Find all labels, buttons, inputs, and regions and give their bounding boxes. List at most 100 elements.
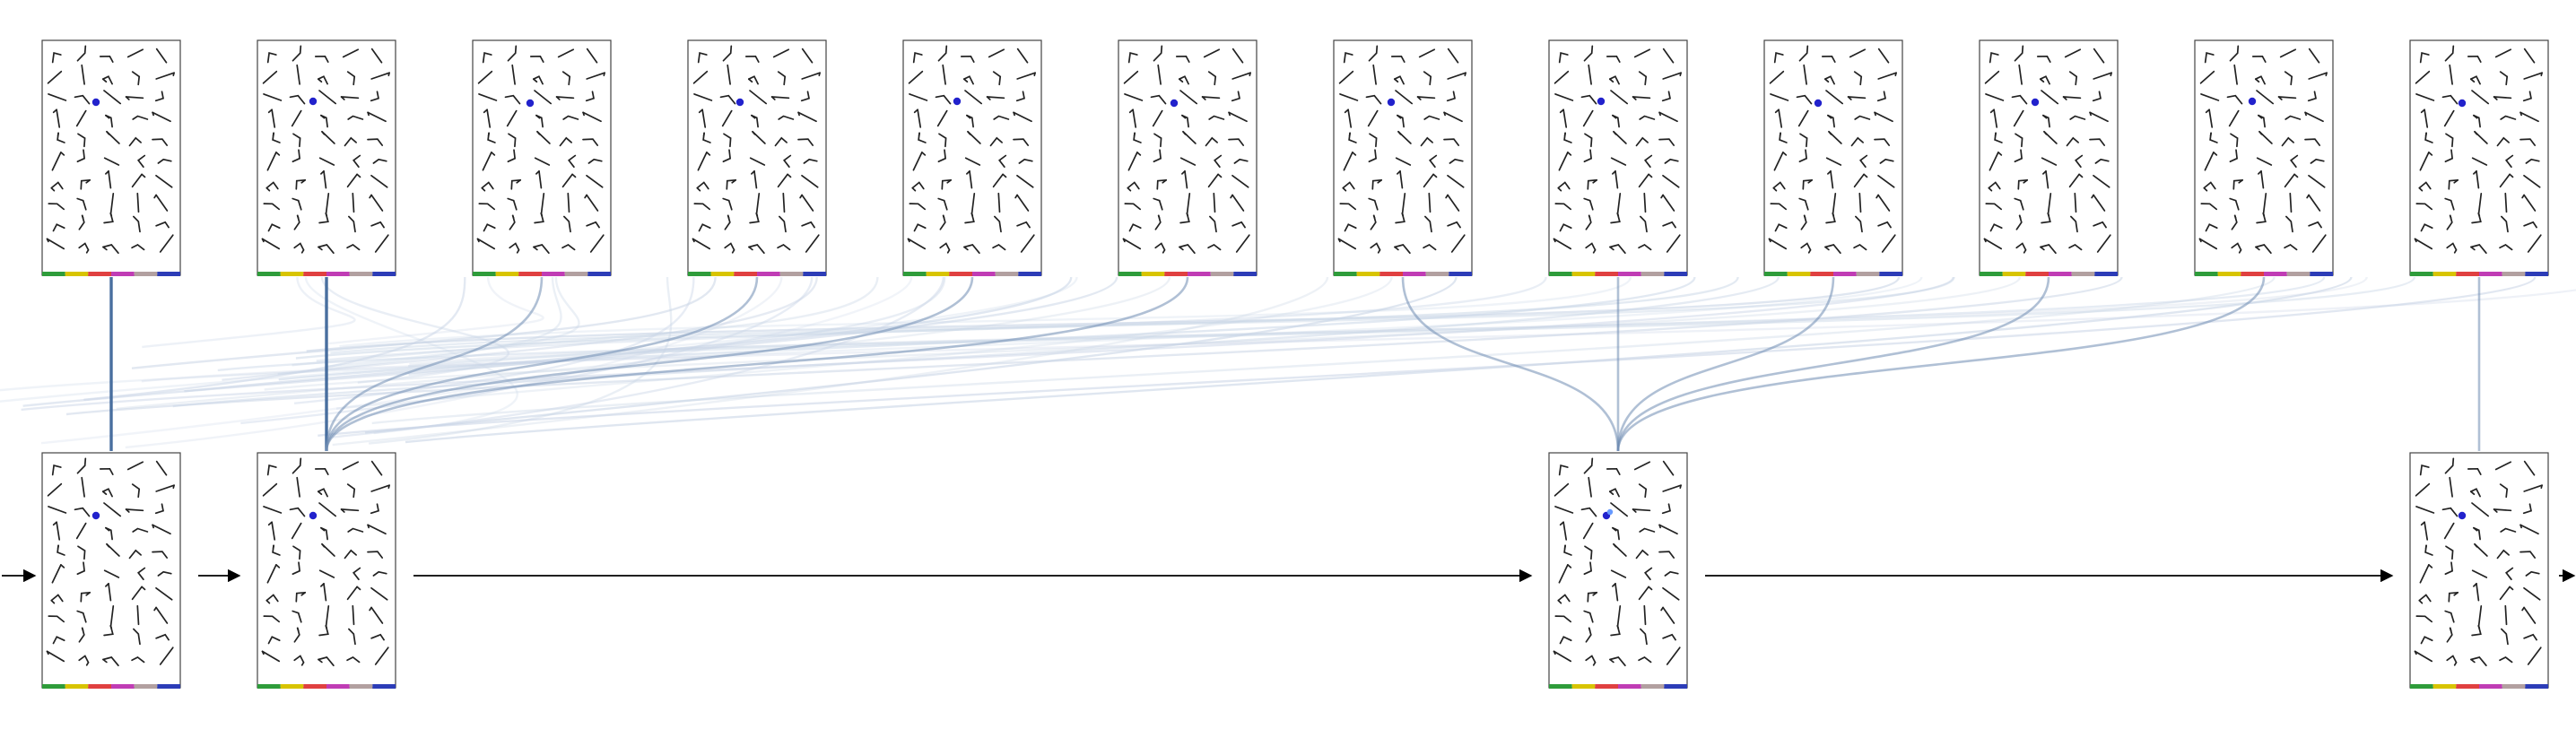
pose-glyph — [1876, 91, 1886, 102]
pose-glyph — [749, 157, 766, 166]
pose-glyph-tip — [387, 484, 390, 490]
pose-glyph — [2041, 90, 2059, 105]
pose-glyph-tip — [1559, 108, 1564, 114]
pose-glyph-tip — [105, 114, 110, 119]
pose-glyph — [292, 45, 302, 62]
pose-glyph — [1205, 136, 1218, 147]
highlight-marker — [2248, 97, 2257, 106]
pose-glyph — [1337, 238, 1357, 250]
pose-glyph — [1553, 238, 1572, 250]
pose-glyph — [563, 215, 571, 233]
pose-glyph — [1632, 508, 1651, 512]
pose-glyph-tip — [911, 187, 917, 192]
pose-glyph — [1554, 93, 1574, 101]
pose-glyph — [2226, 94, 2243, 105]
pose-glyph-tip — [106, 542, 110, 548]
background-link — [330, 276, 1955, 354]
pose-glyph — [1395, 90, 1414, 105]
pose-glyph-tip — [2453, 178, 2459, 184]
color-bar-segment — [1571, 684, 1596, 689]
pose-glyph — [2527, 234, 2542, 253]
pose-glyph — [108, 583, 112, 602]
pose-glyph-tip — [1679, 484, 1682, 490]
pose-glyph — [1832, 192, 1837, 215]
pose-glyph — [724, 242, 735, 251]
pose-glyph — [1610, 502, 1629, 517]
pose-glyph-tip — [1679, 72, 1682, 77]
pose-glyph-tip — [109, 212, 113, 217]
pose-glyph-tip — [1372, 214, 1376, 220]
pose-glyph — [103, 157, 120, 166]
pose-glyph-tip — [970, 212, 974, 217]
pose-glyph — [1798, 149, 1808, 163]
pose-glyph — [1666, 234, 1681, 253]
background-link — [83, 276, 466, 401]
pose-glyph — [2499, 483, 2509, 499]
pose-glyph — [912, 52, 923, 64]
pose-glyph-tip — [1181, 114, 1187, 119]
pose-glyph — [2470, 656, 2487, 667]
color-bar — [1334, 272, 1472, 276]
pose-glyph — [482, 52, 492, 64]
pose-glyph — [2525, 158, 2540, 164]
panel-frame — [1763, 39, 1903, 276]
pose-glyph — [75, 522, 87, 540]
pose-glyph — [1662, 221, 1676, 229]
pose-glyph — [481, 181, 494, 190]
pose-glyph — [1338, 70, 1354, 84]
background-link — [409, 276, 2368, 366]
panel-frame — [257, 39, 396, 276]
pose-glyph — [2281, 136, 2294, 147]
background-link — [295, 276, 1739, 360]
pose-glyph — [1423, 173, 1434, 188]
pose-glyph — [267, 636, 281, 645]
pose-glyph — [1823, 75, 1835, 85]
background-link — [65, 276, 2123, 416]
pose-glyph — [2504, 192, 2508, 213]
pose-glyph — [755, 192, 761, 215]
pose-glyph — [2255, 244, 2272, 255]
pose-glyph — [1127, 52, 1138, 64]
pose-glyph-tip — [1217, 173, 1223, 178]
pose-glyph — [2418, 594, 2432, 603]
pose-glyph — [261, 238, 281, 250]
pose-glyph — [801, 194, 814, 212]
color-bar-segment — [2432, 272, 2457, 276]
pose-glyph — [346, 483, 356, 499]
pose-glyph — [1770, 93, 1789, 101]
pose-glyph — [76, 561, 86, 576]
color-bar-segment — [1618, 272, 1641, 276]
pose-glyph — [696, 181, 709, 190]
pose-glyph — [1769, 70, 1785, 84]
pose-glyph — [1562, 521, 1568, 541]
candidate-panel-4 — [687, 39, 827, 276]
pose-glyph — [1390, 55, 1405, 63]
pose-glyph — [2470, 244, 2487, 255]
pose-glyph-tip — [1563, 132, 1566, 137]
pose-glyph — [296, 476, 300, 498]
color-bar-segment — [303, 684, 326, 689]
pose-glyph — [155, 484, 175, 492]
pose-glyph — [317, 75, 328, 85]
pose-glyph — [2420, 636, 2433, 645]
pose-glyph — [1989, 223, 2003, 232]
pose-glyph-tip — [1394, 246, 1399, 251]
pose-glyph — [2443, 109, 2455, 127]
pose-glyph — [1643, 604, 1647, 626]
pose-glyph — [1231, 221, 1246, 229]
pose-glyph-tip — [1348, 132, 1351, 137]
pose-glyph-tip — [2453, 591, 2459, 596]
color-bar — [2410, 684, 2548, 689]
pose-glyph — [723, 133, 732, 148]
pose-glyph — [1423, 115, 1440, 120]
color-bar-segment — [2410, 272, 2433, 276]
pose-glyph — [2494, 461, 2512, 471]
pose-glyph-tip — [2238, 178, 2244, 184]
pose-glyph — [478, 93, 498, 101]
pose-glyph — [1124, 203, 1142, 211]
pose-glyph-tip — [487, 132, 490, 137]
pose-glyph — [1368, 149, 1378, 163]
pose-glyph — [2290, 154, 2299, 169]
color-bar-segment — [372, 272, 396, 276]
highlight-marker-secondary — [1606, 508, 1614, 516]
